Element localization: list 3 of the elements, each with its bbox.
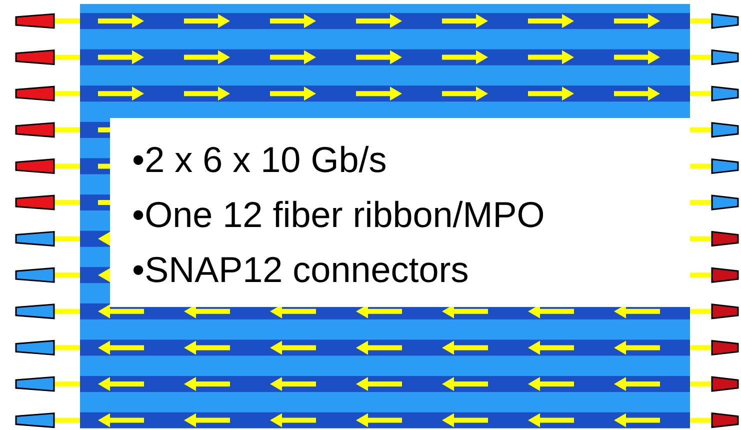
bullet-item: •SNAP12 connectors (132, 248, 469, 292)
bullet-item: •One 12 fiber ribbon/MPO (132, 193, 545, 237)
bullet-item: •2 x 6 x 10 Gb/s (132, 138, 387, 182)
